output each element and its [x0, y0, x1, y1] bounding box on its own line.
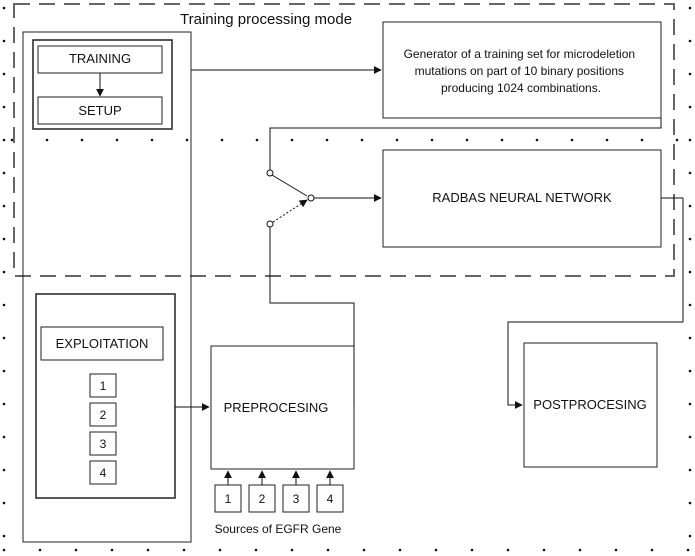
source-item-box[interactable]: [282, 484, 310, 513]
exploitation-item-label: 2: [100, 408, 107, 422]
setup-label: SETUP: [78, 103, 121, 118]
training-mode-label: Training processing mode: [180, 11, 352, 28]
source-item-label: 2: [259, 492, 266, 506]
dotted-separator: [10, 138, 679, 142]
radbas-label: RADBAS NEURAL NETWORK: [432, 190, 612, 205]
source-item-label: 3: [293, 492, 300, 506]
switch-upper-contact: [266, 169, 274, 177]
source-items: 1 2 3 4: [214, 470, 344, 513]
exploitation-item-box[interactable]: [89, 431, 117, 456]
radbas-to-postprocessing-line: [507, 197, 684, 409]
exploitation-item-box[interactable]: [89, 402, 117, 427]
exploitation-item-label: 3: [100, 437, 107, 451]
postprocessing-box: [523, 342, 658, 468]
left-panel: [22, 31, 192, 543]
switch-lower-contact: [266, 220, 274, 228]
switch-active-lever: [271, 174, 308, 197]
training-mode-region: [13, 3, 675, 277]
sources-label: Sources of EGFR Gene: [215, 522, 342, 536]
setup-box[interactable]: [37, 96, 163, 125]
generator-line-2: mutations on part of 10 binary positions: [415, 64, 624, 78]
generator-to-switch-line: [269, 118, 662, 170]
exploitation-items: 1 2 3 4: [89, 373, 117, 485]
exploitation-item-label: 1: [100, 379, 107, 393]
preprocessing-label: PREPROCESING: [224, 400, 329, 415]
generator-line-3: producing 1024 combinations.: [441, 81, 601, 95]
source-item-label: 1: [225, 492, 232, 506]
exploitation-item-box[interactable]: [89, 373, 117, 398]
source-item-box[interactable]: [316, 484, 344, 513]
switch-inactive-lever: [272, 199, 308, 223]
preprocessing-box: [210, 345, 355, 470]
postprocessing-label: POSTPROCESING: [533, 397, 646, 412]
exploitation-label: EXPLOITATION: [56, 336, 149, 351]
exploitation-item-box[interactable]: [89, 460, 117, 485]
source-item-label: 4: [327, 492, 334, 506]
source-item-box[interactable]: [248, 484, 276, 513]
training-box[interactable]: [37, 45, 163, 74]
exploitation-item-label: 4: [100, 466, 107, 480]
exploitation-box[interactable]: [40, 326, 164, 361]
switch-common-contact: [307, 194, 315, 202]
generator-text: Generator of a training set for microdel…: [404, 47, 639, 95]
training-label: TRAINING: [69, 51, 131, 66]
radbas-neural-network-box: [382, 149, 662, 248]
outer-dotted-border: [2, 6, 692, 552]
generator-box: [382, 21, 662, 119]
preprocessing-to-switch-line: [269, 227, 355, 405]
generator-line-1: Generator of a training set for microdel…: [404, 47, 635, 61]
